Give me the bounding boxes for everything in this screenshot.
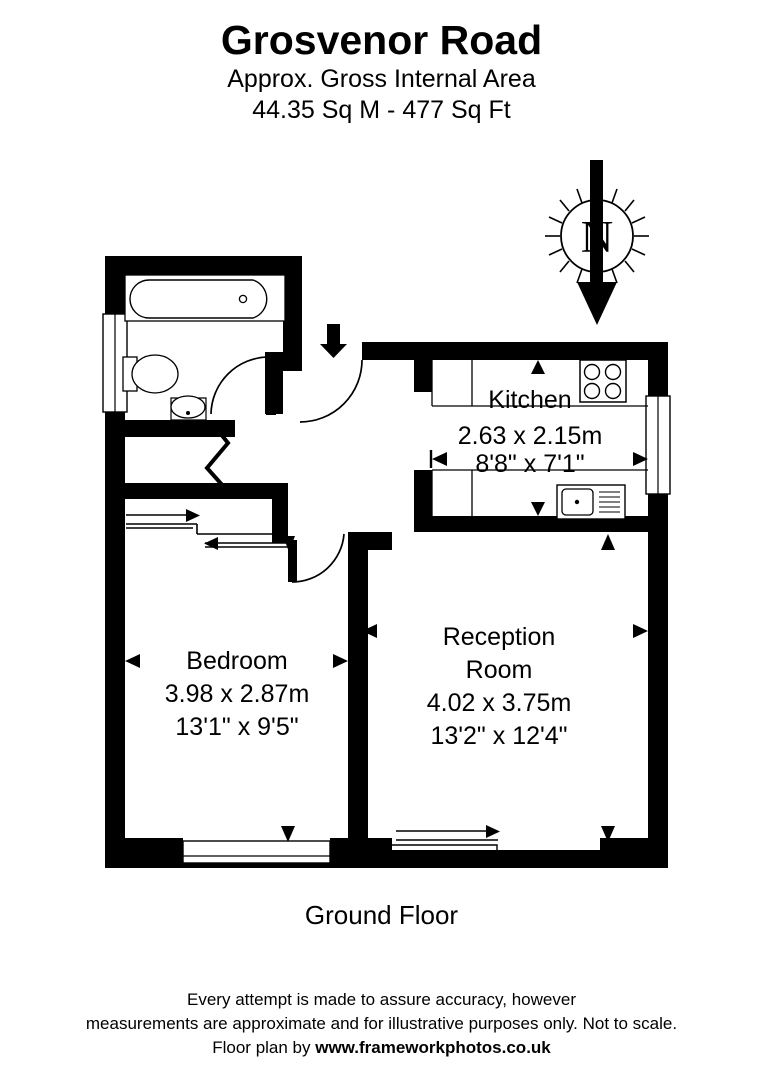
reception-dim-arrow-bottom	[601, 826, 615, 842]
entrance-arrow	[320, 324, 347, 358]
compass-rose: N	[545, 160, 649, 325]
kitchen-dim-arrow-bottom	[531, 502, 545, 516]
compass-rays	[545, 185, 649, 284]
kitchen-metric: 2.63 x 2.15m	[458, 422, 603, 450]
door-cupboard	[204, 426, 231, 489]
bedroom-dim-arrow-bottom	[281, 826, 295, 842]
compass-arrow-head	[577, 282, 617, 325]
bedroom-inner-dims	[126, 514, 288, 548]
bedroom-label: Bedroom	[186, 647, 287, 675]
reception-bay-arrow-left	[510, 850, 524, 863]
bedroom-metric: 3.98 x 2.87m	[165, 680, 310, 708]
footer-disclaimer: Every attempt is made to assure accuracy…	[0, 988, 763, 1060]
floor-label: Ground Floor	[304, 900, 459, 930]
door-bathroom	[210, 356, 276, 415]
footer-website-link[interactable]: www.frameworkphotos.co.uk	[315, 1038, 551, 1057]
reception-dim-arrow-right	[633, 624, 648, 638]
footer-line1: Every attempt is made to assure accuracy…	[187, 990, 576, 1009]
reception-label-line1: Reception	[443, 623, 556, 651]
footer-line3: Floor plan by www.frameworkphotos.co.uk	[0, 1036, 763, 1060]
area-subtitle-line1: Approx. Gross Internal Area	[227, 65, 536, 93]
reception-bay-dims	[396, 830, 596, 863]
kitchen-dim-arrow-right	[633, 452, 648, 466]
walls	[105, 256, 668, 868]
kitchen-imperial: 8'8" x 7'1"	[475, 450, 584, 478]
footer-credit-prefix: Floor plan by	[212, 1038, 316, 1057]
kitchen-hob-icon	[579, 359, 627, 403]
bedroom-inner-arrow-right	[186, 509, 200, 522]
door-bedroom	[288, 533, 345, 583]
wash-basin-icon	[170, 395, 207, 421]
bathroom-fixtures	[122, 274, 286, 421]
compass-arrow-shaft	[590, 160, 603, 290]
bedroom-dim-arrow-right	[333, 654, 348, 668]
reception-metric: 4.02 x 3.75m	[427, 689, 572, 717]
kitchen-sink-icon	[556, 484, 626, 520]
footer-line2: measurements are approximate and for ill…	[85, 1014, 678, 1033]
window-reception-bay	[392, 844, 600, 865]
bedroom-door-arrow	[283, 536, 295, 552]
reception-dim-arrow-left	[362, 624, 377, 638]
bedroom-dim-arrow-left	[125, 654, 140, 668]
kitchen-counter-lines	[431, 360, 648, 516]
kitchen-label: Kitchen	[488, 386, 571, 414]
window-kitchen-right	[645, 395, 671, 495]
bathtub-icon	[124, 274, 286, 322]
reception-imperial: 13'2" x 12'4"	[430, 722, 567, 750]
dimension-arrows	[125, 324, 648, 863]
kitchen-fixtures	[431, 359, 648, 520]
bedroom-inner-arrow-left	[204, 537, 218, 550]
room-labels: Kitchen 2.63 x 2.15m 8'8" x 7'1" Bedroom…	[165, 386, 603, 750]
page-title: Grosvenor Road	[220, 17, 543, 63]
reception-label-line2: Room	[466, 656, 533, 684]
window-bedroom-bottom	[182, 840, 331, 864]
doors	[204, 356, 363, 583]
compass-north-label: N	[581, 212, 614, 262]
kitchen-dim-arrow-top	[531, 360, 545, 374]
bedroom-imperial: 13'1" x 9'5"	[175, 713, 298, 741]
door-entrance	[299, 359, 363, 423]
reception-bay-arrow-right	[486, 825, 500, 838]
area-subtitle-line2: 44.35 Sq M - 477 Sq Ft	[252, 96, 511, 124]
header: Grosvenor Road Approx. Gross Internal Ar…	[0, 16, 763, 126]
reception-dim-arrow-top	[601, 534, 615, 550]
kitchen-dim-arrow-left	[432, 452, 447, 466]
toilet-icon	[122, 354, 179, 394]
